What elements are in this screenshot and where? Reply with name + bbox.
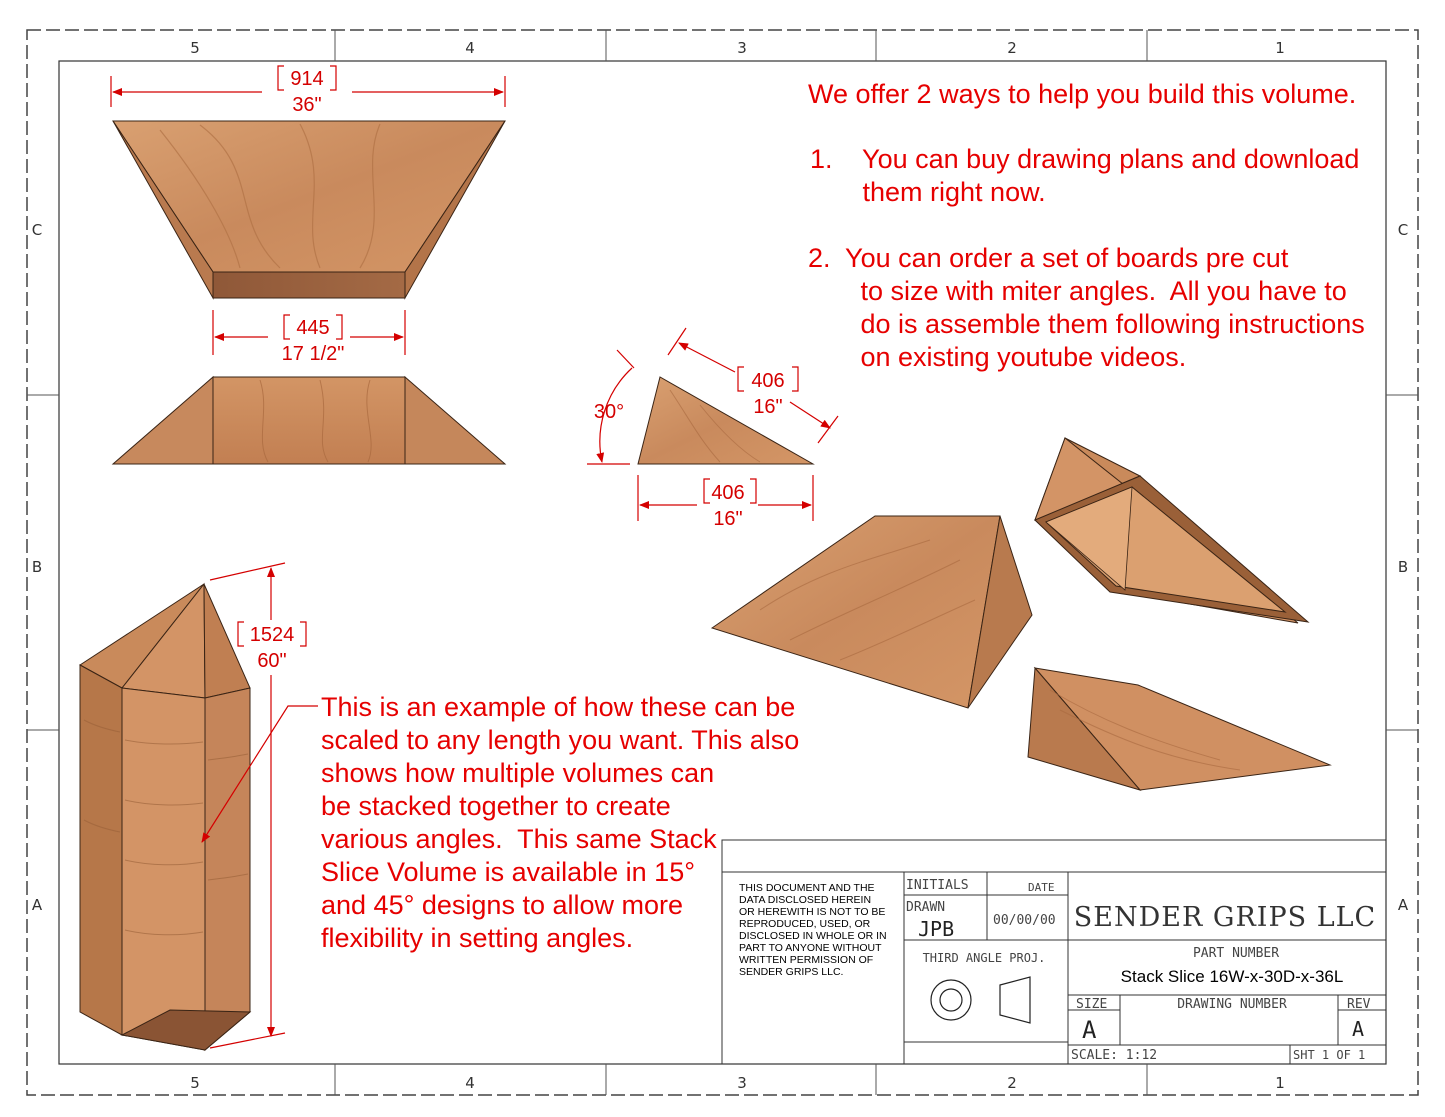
dim-bottom-width-mm: 445 bbox=[296, 317, 329, 339]
zone-col-3-bottom: 3 bbox=[737, 1074, 747, 1092]
disclaimer-line-6: PART TO ANYONE WITHOUT bbox=[739, 942, 882, 954]
third-angle-projection-symbol bbox=[930, 976, 1031, 1024]
disclaimer-line-3: OR HEREWITH IS NOT TO BE bbox=[739, 906, 885, 918]
dim-bottom-width bbox=[212, 310, 406, 355]
dim-side-base-in: 16" bbox=[713, 508, 742, 530]
dim-side bbox=[587, 327, 839, 521]
stacked-column bbox=[79, 582, 252, 1052]
offer-intro-note: We offer 2 ways to help you build this v… bbox=[808, 79, 1357, 109]
zone-row-b-left: B bbox=[32, 558, 42, 576]
disclaimer-line-2: DATA DISCLOSED HEREIN bbox=[739, 894, 871, 906]
option-2-line-4: on existing youtube videos. bbox=[808, 342, 1187, 372]
zone-col-2-top: 2 bbox=[1007, 39, 1017, 57]
side-view bbox=[637, 376, 815, 465]
part-number-label: PART NUMBER bbox=[1193, 946, 1279, 961]
disclaimer-line-1: THIS DOCUMENT AND THE bbox=[739, 882, 875, 894]
dim-angle: 30° bbox=[594, 401, 624, 423]
dim-top-width-in: 36" bbox=[292, 94, 321, 116]
dim-top-width-mm: 914 bbox=[290, 68, 323, 90]
size-label: SIZE bbox=[1076, 997, 1107, 1012]
outer-frame bbox=[26, 29, 1419, 1096]
rev-label: REV bbox=[1347, 997, 1371, 1012]
drawing-number-label: DRAWING NUMBER bbox=[1177, 997, 1287, 1012]
size-value: A bbox=[1082, 1016, 1097, 1044]
rev-value: A bbox=[1352, 1017, 1364, 1041]
disclaimer-line-5: DISCLOSED IN WHOLE OR IN bbox=[739, 930, 887, 942]
projection-label: THIRD ANGLE PROJ. bbox=[923, 951, 1046, 965]
title-block-lines bbox=[721, 839, 1386, 1064]
example-note-line-5: various angles. This same Stack bbox=[321, 824, 717, 854]
top-view bbox=[112, 120, 506, 300]
dim-stack-height-mm: 1524 bbox=[250, 624, 295, 646]
iso-small-wedge bbox=[1027, 666, 1332, 791]
iso-hollow-box bbox=[1034, 437, 1310, 624]
dim-side-hyp-in: 16" bbox=[753, 396, 782, 418]
example-note: This is an example of how these can be s… bbox=[321, 691, 799, 955]
dim-stack-height bbox=[201, 562, 318, 1049]
scale-value: SCALE: 1:12 bbox=[1071, 1048, 1157, 1063]
option-2-line-1: 2. You can order a set of boards pre cut bbox=[808, 243, 1289, 273]
example-note-line-2: scaled to any length you want. This also bbox=[321, 725, 800, 755]
iso-wedge-large bbox=[710, 515, 1033, 709]
option-1-line-2: them right now. bbox=[810, 177, 1046, 207]
option-2-line-3: do is assemble them following instructio… bbox=[808, 309, 1365, 339]
zone-col-5-bottom: 5 bbox=[190, 1074, 200, 1092]
disclaimer-line-4: REPRODUCED, USED, OR bbox=[739, 918, 871, 930]
zone-row-c-left: C bbox=[32, 221, 42, 239]
zone-col-1-bottom: 1 bbox=[1275, 1074, 1285, 1092]
disclaimer-line-7: WRITTEN PERMISSION OF bbox=[739, 954, 873, 966]
example-note-line-1: This is an example of how these can be bbox=[321, 692, 796, 722]
zone-col-4-bottom: 4 bbox=[465, 1074, 475, 1092]
drawn-value: JPB bbox=[918, 917, 954, 941]
dim-side-hyp-mm: 406 bbox=[751, 370, 784, 392]
option-2-line-2: to size with miter angles. All you have … bbox=[808, 276, 1347, 306]
zone-col-4-top: 4 bbox=[465, 39, 475, 57]
example-note-line-8: flexibility in setting angles. bbox=[321, 923, 634, 953]
example-note-line-7: and 45° designs to allow more bbox=[321, 890, 684, 920]
dim-stack-height-in: 60" bbox=[257, 650, 286, 672]
option-1-line-1: 1. You can buy drawing plans and downloa… bbox=[810, 144, 1360, 174]
part-number-value: Stack Slice 16W-x-30D-x-36L bbox=[1121, 967, 1344, 986]
disclaimer-line-8: SENDER GRIPS LLC. bbox=[739, 966, 843, 978]
dim-side-base-mm: 406 bbox=[711, 482, 744, 504]
zone-ticks bbox=[27, 30, 1418, 1095]
example-note-line-4: be stacked together to create bbox=[321, 791, 671, 821]
date-value: 00/00/00 bbox=[993, 913, 1056, 928]
zone-col-5-top: 5 bbox=[190, 39, 200, 57]
zone-row-c-right: C bbox=[1398, 221, 1408, 239]
initials-label: INITIALS bbox=[906, 878, 969, 893]
example-note-line-6: Slice Volume is available in 15° bbox=[321, 857, 696, 887]
dim-top-width bbox=[110, 65, 506, 107]
sheet-value: SHT 1 OF 1 bbox=[1293, 1048, 1365, 1062]
zone-row-a-right: A bbox=[1398, 896, 1409, 914]
zone-row-b-right: B bbox=[1398, 558, 1408, 576]
front-view bbox=[111, 375, 507, 465]
zone-col-3-top: 3 bbox=[737, 39, 747, 57]
drawn-label: DRAWN bbox=[906, 900, 945, 915]
zone-col-2-bottom: 2 bbox=[1007, 1074, 1017, 1092]
zone-row-a-left: A bbox=[32, 896, 43, 914]
dim-bottom-width-in: 17 1/2" bbox=[282, 343, 345, 365]
example-note-line-3: shows how multiple volumes can bbox=[321, 758, 715, 788]
zone-col-1-top: 1 bbox=[1275, 39, 1285, 57]
date-label: DATE bbox=[1028, 881, 1055, 894]
company-name: SENDER GRIPS LLC bbox=[1074, 902, 1376, 933]
